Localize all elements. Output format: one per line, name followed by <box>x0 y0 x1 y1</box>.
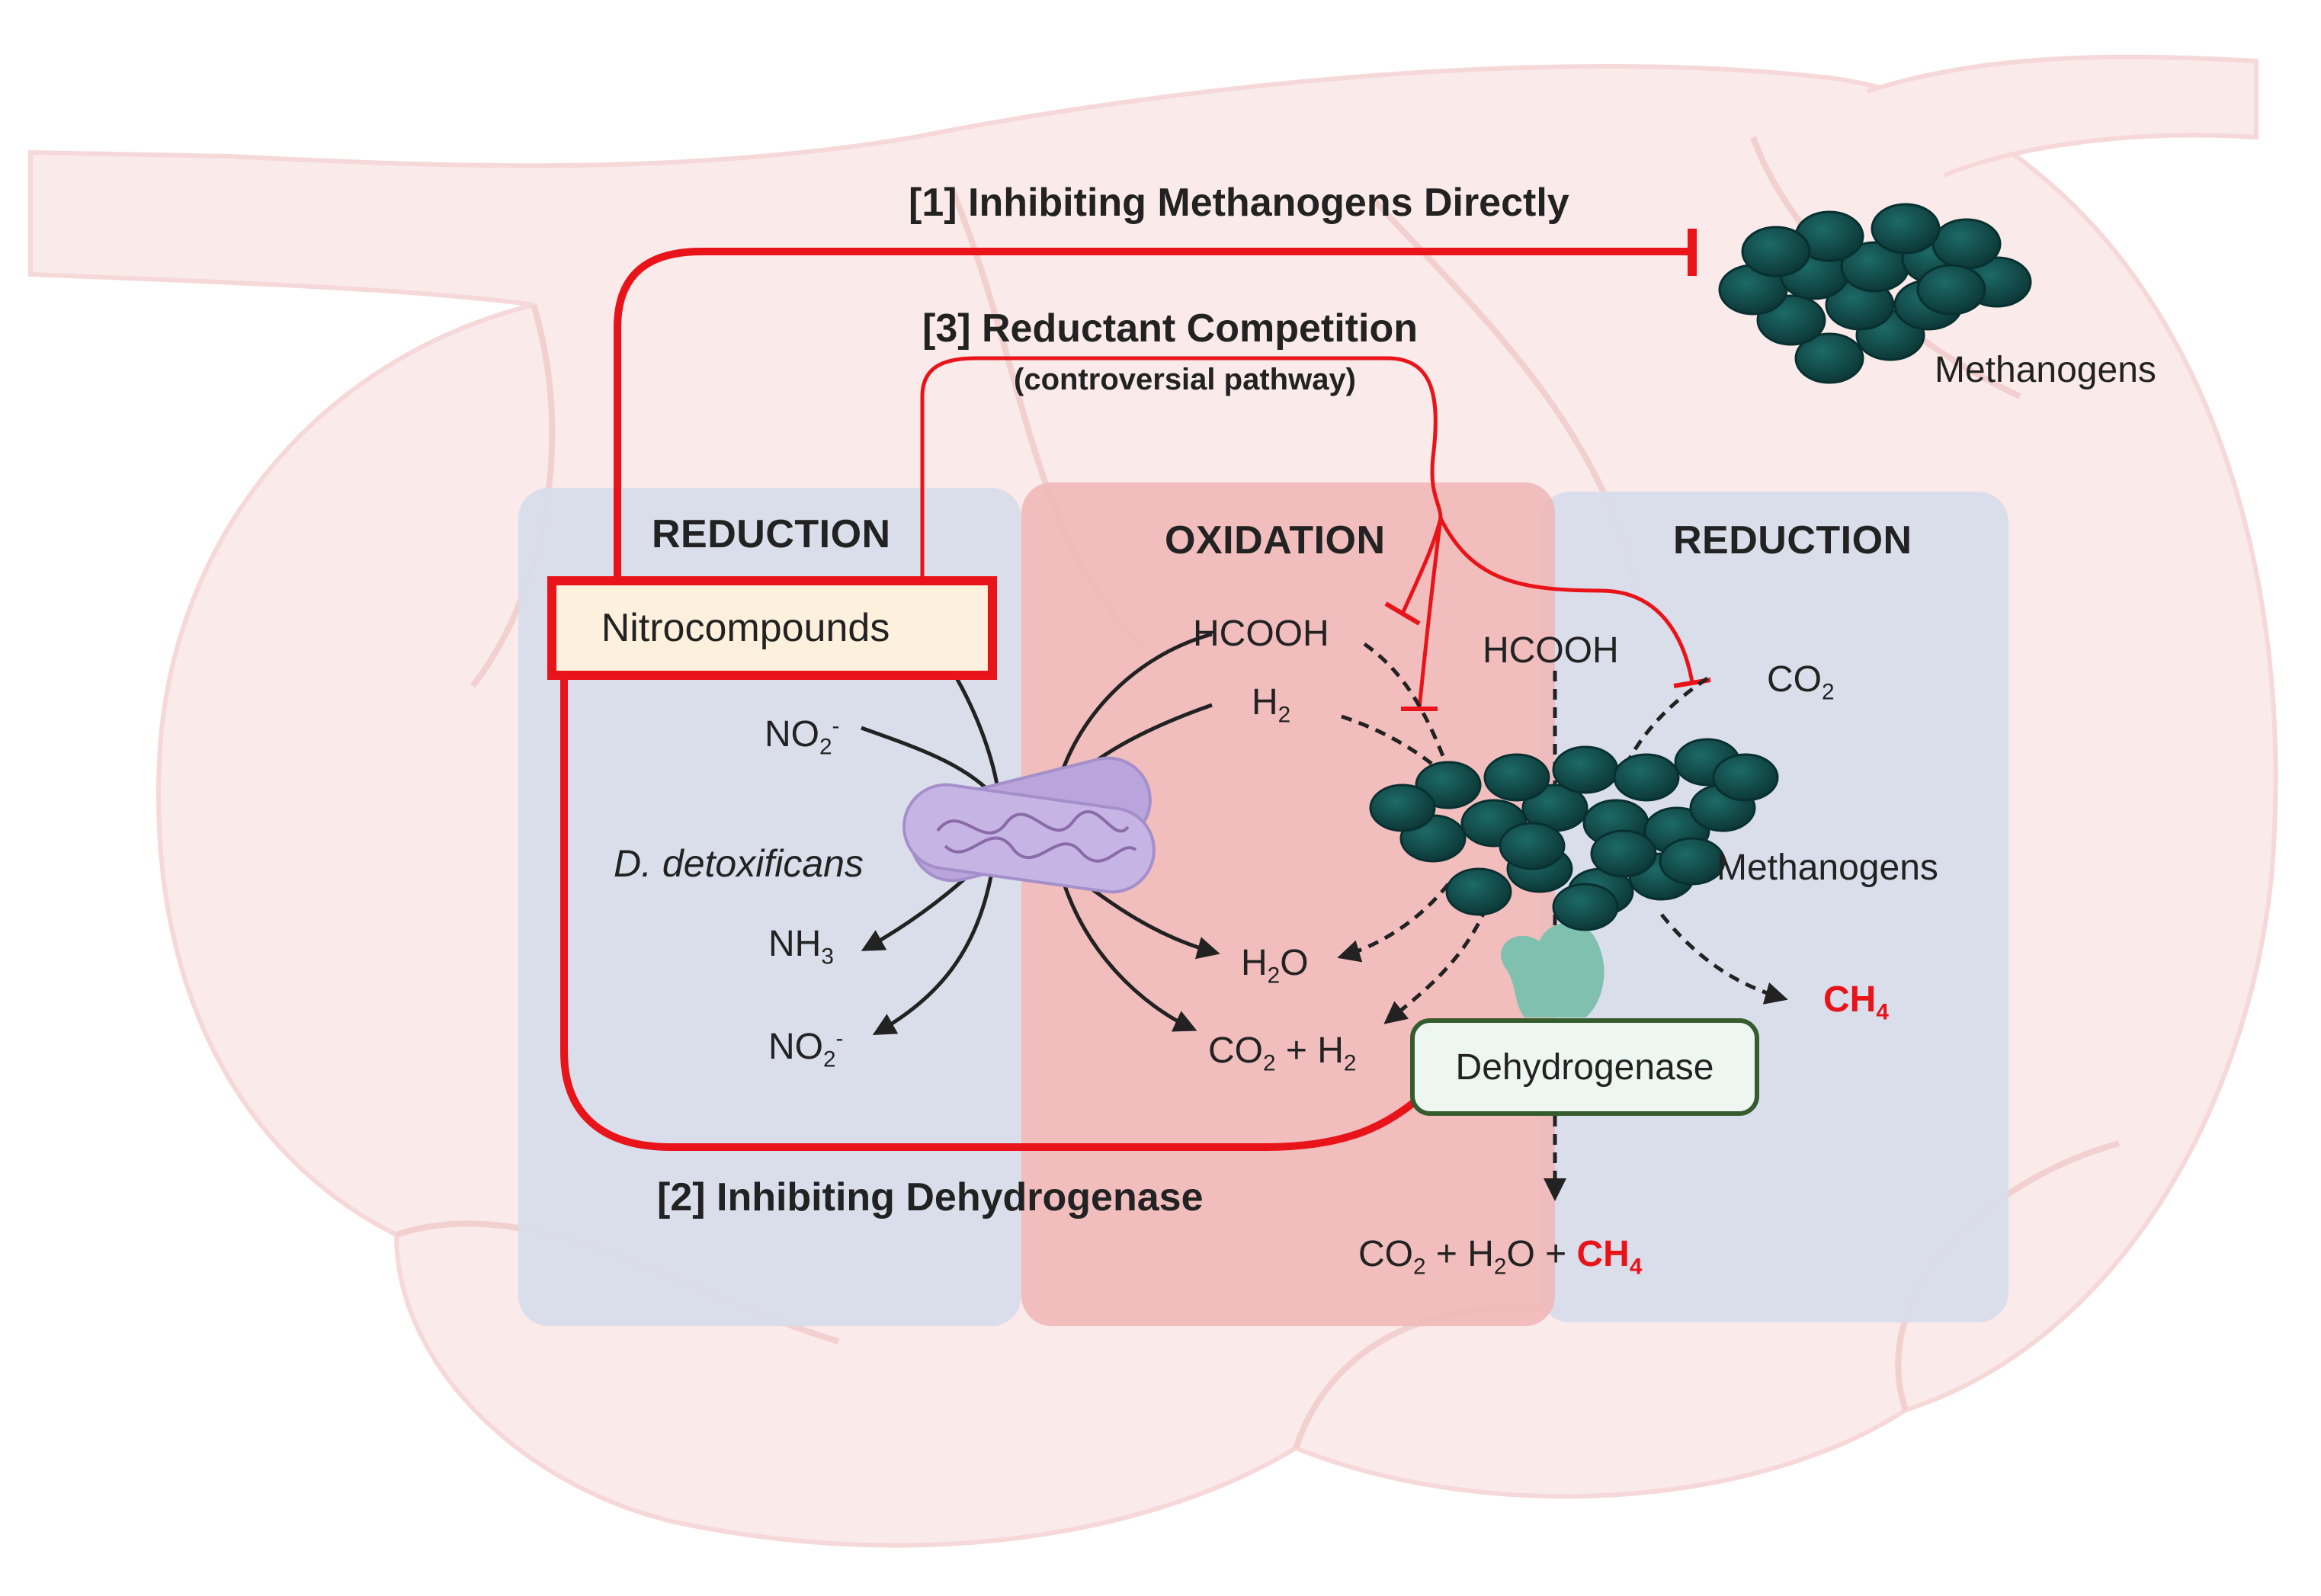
methanogen-cell <box>1552 745 1619 794</box>
methanogen-cell <box>1415 761 1482 809</box>
strategy-1-label: [1] Inhibiting Methanogens Directly <box>909 181 1569 225</box>
bacterium-label: D. detoxificans <box>614 842 864 885</box>
strategy-3-note: (controversial pathway) <box>1014 363 1357 396</box>
ammonia-output: NH3 <box>768 924 834 969</box>
dehydrogenase-label: Dehydrogenase <box>1455 1046 1714 1088</box>
methanogen-cell <box>1483 753 1550 802</box>
zone-heading-oxidation: OXIDATION <box>1165 518 1386 562</box>
methanogen-cell <box>1613 753 1680 802</box>
zone-heading-reduction-left: REDUCTION <box>652 512 891 556</box>
nitrocompounds-box: Nitrocompounds <box>547 576 997 680</box>
water-product: H2O <box>1241 943 1309 989</box>
competition-branch-b <box>1417 518 1443 710</box>
methanogen-cell <box>1871 203 1941 255</box>
zone-heading-reduction-right: REDUCTION <box>1673 518 1912 562</box>
nitrocompounds-label: Nitrocompounds <box>601 606 890 650</box>
nitrite-input: NO2- <box>765 713 840 760</box>
methanogen-cell <box>1712 753 1779 802</box>
methanogen-cell <box>1931 218 2002 270</box>
carbon-dioxide-right: CO2 <box>1767 659 1835 705</box>
methanogen-cell <box>1445 867 1512 916</box>
methanogen-cell <box>1590 829 1657 878</box>
bacterium-icon <box>902 756 1156 894</box>
dehydrogenase-box: Dehydrogenase <box>1410 1018 1759 1116</box>
enzyme-icon <box>1501 922 1605 1018</box>
methanogen-cell <box>1499 822 1566 870</box>
methanogen-cell <box>1794 332 1864 384</box>
inhibit-path-2 <box>560 680 1436 1151</box>
final-products: CO2 + H2O + CH4 <box>1358 1234 1643 1280</box>
methanogen-cell <box>1916 264 1986 316</box>
methanogens-top-label: Methanogens <box>1935 350 2156 390</box>
formic-acid-left: HCOOH <box>1193 614 1329 654</box>
strategy-3-label: [3] Reductant Competition <box>922 306 1418 351</box>
reduction-zone-left <box>518 488 1021 1326</box>
methanogen-cell <box>1369 784 1436 832</box>
methanogen-cluster-top <box>1718 203 2032 384</box>
methanogen-cluster-middle <box>1369 738 1779 931</box>
methanogen-cell <box>1741 226 1811 277</box>
methanogen-cell <box>1552 883 1619 931</box>
competition-path-3 <box>920 356 1443 576</box>
competition-bar-a <box>1384 601 1421 626</box>
co2-h2-product: CO2 + H2 <box>1208 1030 1357 1076</box>
methanogens-middle-label: Methanogens <box>1717 848 1938 888</box>
strategy-2-label: [2] Inhibiting Dehydrogenase <box>657 1175 1204 1219</box>
inhibit-path-1 <box>614 248 1692 576</box>
competition-branch-c <box>1438 517 1694 683</box>
nitrite-output: NO2- <box>768 1026 844 1072</box>
hydrogen-left: H2 <box>1252 682 1291 728</box>
methane-product-right: CH4 <box>1823 979 1889 1025</box>
formic-acid-right: HCOOH <box>1483 630 1619 671</box>
methanogen-cell <box>1659 837 1726 886</box>
